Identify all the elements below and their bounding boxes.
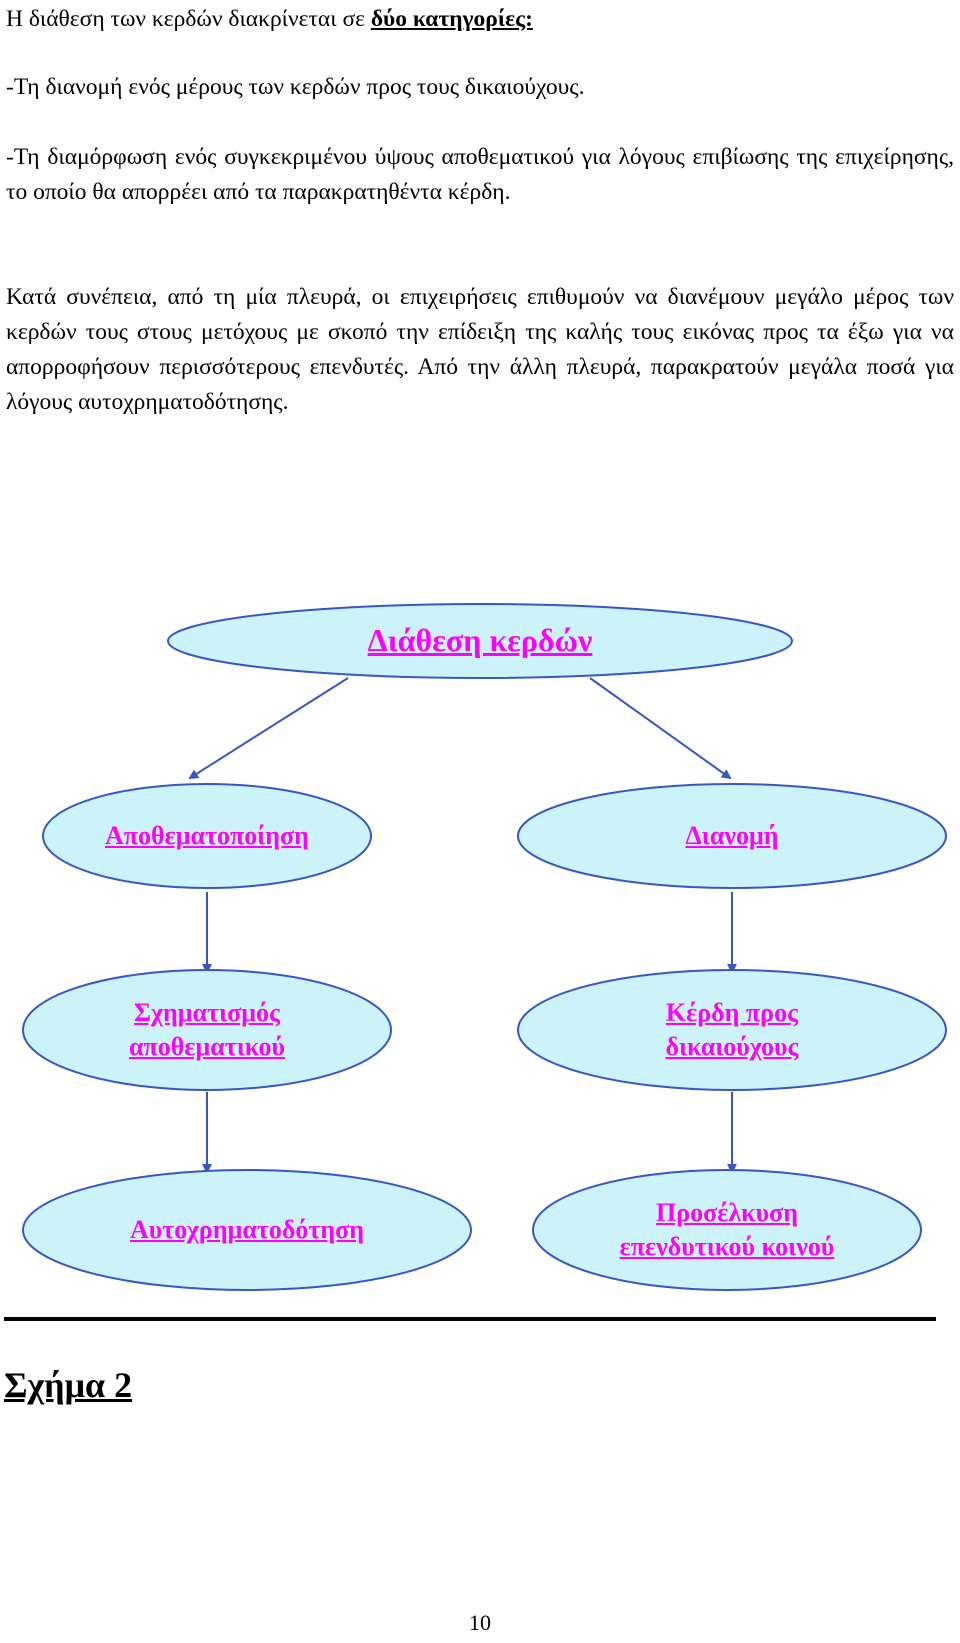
investor-attraction-line2: επενδυτικού κοινού	[619, 1232, 835, 1261]
root-node-shape	[167, 603, 793, 679]
distribution-node-shape	[517, 783, 947, 889]
connector-root-right	[589, 677, 732, 780]
page-number: 10	[469, 1610, 491, 1635]
separator-rule	[4, 1317, 936, 1321]
self-financing-node-shape	[22, 1169, 472, 1291]
diagram-canvas	[22, 603, 947, 1291]
reserve-node-shape	[42, 783, 372, 889]
beneficiaries-node-label: Κέρδη προς δικαιούχους	[518, 996, 946, 1064]
investor-attraction-node-shape	[532, 1169, 922, 1291]
option-distribution-paragraph: -Τη διανομή ενός μέρους των κερδών προς …	[6, 74, 585, 100]
self-financing-node-label: Αυτοχρηματοδότηση	[129, 1215, 364, 1244]
beneficiaries-line2: δικαιούχους	[665, 1032, 799, 1061]
profit-allocation-diagram: Διάθεση κερδών Αποθεματοποίηση Διανομή Σ…	[0, 600, 960, 1300]
intro-paragraph: Η διάθεση των κερδών διακρίνεται σε δύο …	[6, 2, 954, 37]
investor-attraction-node-label: Προσέλκυση επενδυτικού κοινού	[533, 1196, 921, 1264]
beneficiaries-node-shape	[517, 969, 947, 1091]
connector-root-left	[188, 677, 349, 780]
figure-label: Σχήμα 2	[4, 1365, 133, 1405]
intro-text: Η διάθεση των κερδών διακρίνεται σε	[6, 6, 371, 32]
reserve-node-label: Αποθεματοποίηση	[105, 821, 309, 850]
reserve-formation-node-label: Σχηματισμός αποθεματικού	[23, 996, 391, 1064]
investor-attraction-line1: Προσέλκυση	[656, 1198, 798, 1227]
consequence-paragraph: Κατά συνέπεια, από τη μία πλευρά, οι επι…	[6, 284, 954, 415]
distribution-node-label: Διανομή	[685, 821, 779, 850]
root-node-label: Διάθεση κερδών	[367, 622, 593, 658]
reserve-formation-node-shape	[22, 969, 392, 1091]
beneficiaries-line1: Κέρδη προς	[665, 998, 799, 1027]
intro-emphasis: δύο κατηγορίες:	[370, 6, 533, 32]
reserve-formation-line2: αποθεματικού	[129, 1032, 285, 1061]
option-reserve-paragraph: -Τη διαμόρφωση ενός συγκεκριμένου ύψους …	[6, 144, 954, 205]
reserve-formation-line1: Σχηματισμός	[134, 998, 280, 1027]
